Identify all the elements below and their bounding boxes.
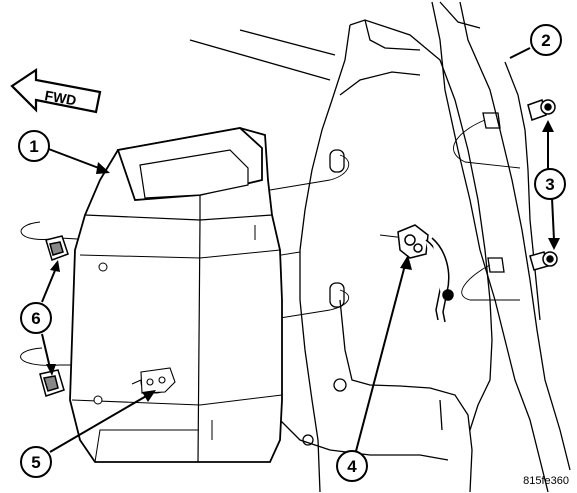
- callout-5-label: 5: [31, 453, 40, 472]
- wire-harness-connector: [397, 224, 454, 323]
- callout-6: 6: [20, 302, 52, 334]
- forward-direction-arrow: FWD: [10, 67, 102, 114]
- callout-1-label: 1: [29, 137, 38, 156]
- push-pins: [527, 99, 558, 271]
- callout-6-label: 6: [31, 309, 40, 328]
- callout-3-label: 3: [545, 175, 554, 194]
- vehicle-body-panel: [189, 1, 571, 493]
- callout-4: 4: [336, 450, 368, 482]
- bulb-socket: [131, 367, 176, 394]
- callout-2-label: 2: [541, 31, 550, 50]
- tail-lamp-assembly: [69, 127, 283, 463]
- callout-3: 3: [534, 168, 566, 200]
- alignment-lines: [20, 119, 521, 366]
- callouts: [41, 47, 560, 456]
- callout-2: 2: [530, 24, 562, 56]
- fwd-label: FWD: [43, 87, 77, 108]
- figure-id: 815fe360: [523, 475, 569, 487]
- callout-1: 1: [18, 130, 50, 162]
- callout-5: 5: [20, 446, 52, 478]
- callout-4-label: 4: [347, 457, 357, 476]
- retainer-clips: [39, 235, 69, 397]
